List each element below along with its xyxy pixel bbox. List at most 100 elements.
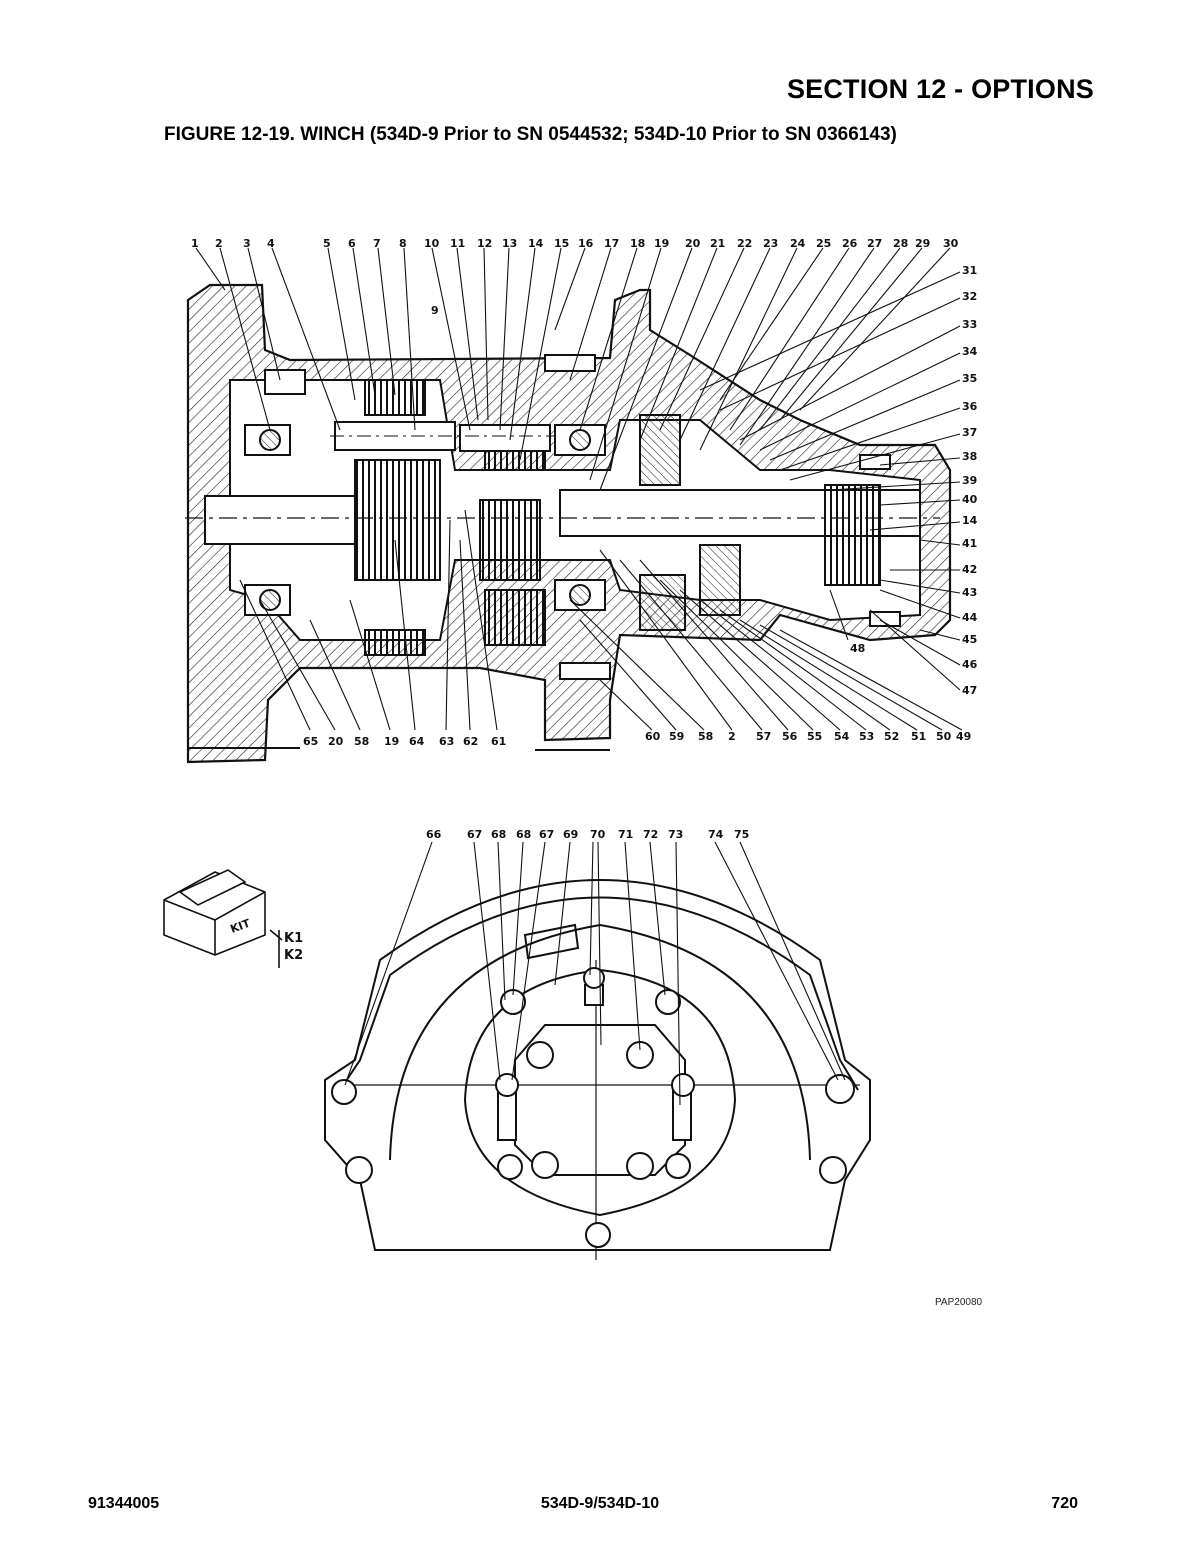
callout-52: 52 xyxy=(884,730,899,743)
callout-1: 1 xyxy=(191,237,199,250)
callout-24: 24 xyxy=(790,237,806,250)
callout-62: 62 xyxy=(463,735,478,748)
callout-69: 69 xyxy=(563,828,578,841)
callout-40: 40 xyxy=(962,493,978,506)
callout-26: 26 xyxy=(842,237,858,250)
callout-38: 38 xyxy=(962,450,977,463)
callout-8: 8 xyxy=(399,237,407,250)
section-top-callouts: 1 2 3 4 5 6 7 8 10 11 12 13 14 15 16 17 … xyxy=(191,237,959,317)
end-view-callouts: 66 67 68 68 67 69 70 71 72 73 74 75 xyxy=(426,828,749,841)
callout-17: 17 xyxy=(604,237,619,250)
callout-27: 27 xyxy=(867,237,882,250)
callout-67b: 67 xyxy=(539,828,554,841)
callout-49: 49 xyxy=(956,730,971,743)
callout-20b: 20 xyxy=(328,735,344,748)
section-header: SECTION 12 - OPTIONS xyxy=(786,74,1094,104)
callout-23: 23 xyxy=(763,237,778,250)
callout-28: 28 xyxy=(893,237,908,250)
callout-72: 72 xyxy=(643,828,658,841)
callout-60: 60 xyxy=(645,730,661,743)
callout-44: 44 xyxy=(962,611,978,624)
footer-page-number: 720 xyxy=(1051,1495,1078,1512)
winch-section-view xyxy=(185,283,952,764)
callout-34: 34 xyxy=(962,345,978,358)
kit-box-icon xyxy=(163,869,283,968)
callout-67: 67 xyxy=(467,828,482,841)
callout-58: 58 xyxy=(354,735,369,748)
callout-19: 19 xyxy=(654,237,669,250)
footer-model: 534D-9/534D-10 xyxy=(540,1495,660,1512)
callout-9: 9 xyxy=(431,304,439,317)
callout-21: 21 xyxy=(710,237,725,250)
callout-57: 57 xyxy=(756,730,771,743)
callout-46: 46 xyxy=(962,658,978,671)
section-bottom-callouts: 65 20 58 19 64 63 62 61 60 59 58 2 57 56… xyxy=(303,730,971,748)
callout-15: 15 xyxy=(554,237,569,250)
callout-61: 61 xyxy=(491,735,506,748)
end-view-bolts xyxy=(331,989,855,1248)
callout-35: 35 xyxy=(962,372,977,385)
callout-32: 32 xyxy=(962,290,977,303)
callout-7: 7 xyxy=(373,237,381,250)
callout-51: 51 xyxy=(911,730,926,743)
drawing-number: PAP20080 xyxy=(935,1297,983,1308)
callout-5: 5 xyxy=(323,237,331,250)
callout-10: 10 xyxy=(424,237,440,250)
callout-14b: 14 xyxy=(962,514,978,527)
callout-47: 47 xyxy=(962,684,977,697)
callout-31: 31 xyxy=(962,264,977,277)
callout-54: 54 xyxy=(834,730,850,743)
callout-36: 36 xyxy=(962,400,978,413)
kit-code-k2: K2 xyxy=(284,948,303,963)
callout-2b: 2 xyxy=(728,730,736,743)
callout-64: 64 xyxy=(409,735,425,748)
callout-45: 45 xyxy=(962,633,977,646)
callout-50: 50 xyxy=(936,730,952,743)
callout-70: 70 xyxy=(590,828,606,841)
kit-code-k1: K1 xyxy=(284,931,303,946)
callout-12: 12 xyxy=(477,237,492,250)
callout-22: 22 xyxy=(737,237,752,250)
callout-68b: 68 xyxy=(516,828,531,841)
callout-3: 3 xyxy=(243,237,251,250)
callout-37: 37 xyxy=(962,426,977,439)
figure-title: FIGURE 12-19. WINCH (534D-9 Prior to SN … xyxy=(164,124,897,145)
callout-71: 71 xyxy=(618,828,633,841)
callout-11: 11 xyxy=(450,237,465,250)
callout-30: 30 xyxy=(943,237,959,250)
footer-part-number: 91344005 xyxy=(88,1495,160,1512)
callout-2: 2 xyxy=(215,237,223,250)
callout-16: 16 xyxy=(578,237,594,250)
callout-41: 41 xyxy=(962,537,977,550)
callout-14: 14 xyxy=(528,237,544,250)
section-right-callouts: 31 32 33 34 35 36 37 38 39 40 14 41 42 4… xyxy=(850,264,978,697)
callout-4: 4 xyxy=(267,237,275,250)
callout-43: 43 xyxy=(962,586,977,599)
callout-48: 48 xyxy=(850,642,865,655)
callout-75: 75 xyxy=(734,828,749,841)
callout-59: 59 xyxy=(669,730,684,743)
callout-19b: 19 xyxy=(384,735,399,748)
end-view-leader-lines xyxy=(344,841,846,1106)
callout-42: 42 xyxy=(962,563,977,576)
callout-39: 39 xyxy=(962,474,977,487)
callout-65: 65 xyxy=(303,735,318,748)
callout-56: 56 xyxy=(782,730,798,743)
callout-13: 13 xyxy=(502,237,517,250)
callout-68: 68 xyxy=(491,828,506,841)
callout-73: 73 xyxy=(668,828,683,841)
callout-74: 74 xyxy=(708,828,724,841)
callout-66: 66 xyxy=(426,828,442,841)
callout-63: 63 xyxy=(439,735,454,748)
callout-20: 20 xyxy=(685,237,701,250)
callout-29: 29 xyxy=(915,237,930,250)
callout-25: 25 xyxy=(816,237,831,250)
winch-end-view xyxy=(324,879,871,1260)
callout-53: 53 xyxy=(859,730,874,743)
callout-33: 33 xyxy=(962,318,977,331)
callout-6: 6 xyxy=(348,237,356,250)
callout-58b: 58 xyxy=(698,730,713,743)
callout-18: 18 xyxy=(630,237,645,250)
callout-55: 55 xyxy=(807,730,822,743)
